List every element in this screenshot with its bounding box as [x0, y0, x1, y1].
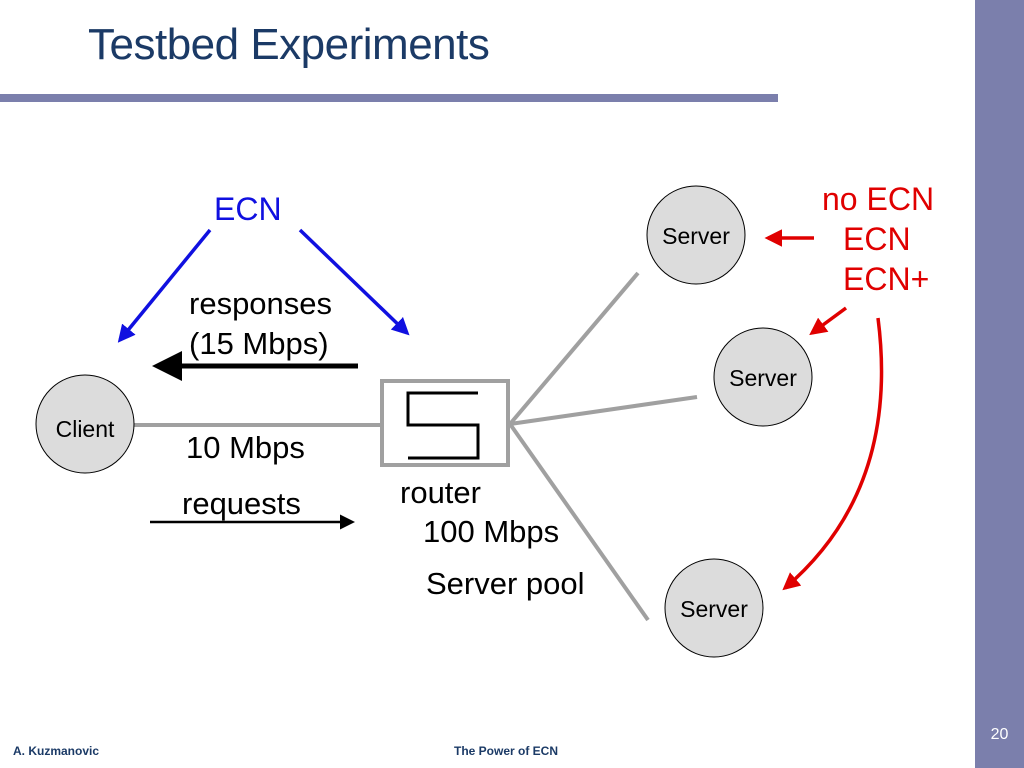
- client-link-rate-label: 10 Mbps: [186, 430, 305, 465]
- server-middle-label: Server: [729, 365, 797, 391]
- slide-title: Testbed Experiments: [88, 20, 490, 69]
- server-bottom-node: [664, 558, 764, 658]
- title-rule: [0, 94, 778, 102]
- router-label: router: [400, 475, 481, 510]
- server-link-rate-label: 100 Mbps: [423, 514, 559, 549]
- red-arrow-middle: [809, 306, 848, 336]
- red-arrow-bottom: [782, 317, 884, 591]
- server-bottom-label: Server: [680, 596, 748, 622]
- footer-talk-title: The Power of ECN: [454, 744, 559, 758]
- ecn-left-arrow: [117, 228, 212, 343]
- requests-label: requests: [182, 486, 301, 521]
- ecn-client-label: ECN: [214, 191, 282, 227]
- ecn-right-arrow: [298, 228, 410, 336]
- server-mode-no-ecn: no ECN: [822, 181, 934, 217]
- server-mode-ecn-plus: ECN+: [843, 261, 929, 297]
- server-top-node: [646, 185, 746, 285]
- footer-author: A. Kuzmanovic: [13, 744, 100, 758]
- slide-number: 20: [990, 726, 1009, 743]
- server-top-label: Server: [662, 223, 730, 249]
- router-server-middle-link: [509, 395, 698, 426]
- responses-label: responses: [189, 286, 332, 321]
- client-label: Client: [56, 416, 115, 442]
- server-pool-label: Server pool: [426, 566, 585, 601]
- router-switch-icon: [406, 391, 480, 460]
- router-server-bottom-link: [508, 422, 650, 622]
- router-server-top-link: [508, 271, 640, 426]
- testbed-diagram: Client Server Server Server ECN response…: [35, 181, 934, 658]
- server-mode-ecn: ECN: [843, 221, 911, 257]
- client-node: [35, 374, 135, 474]
- server-middle-node: [713, 327, 813, 427]
- responses-rate-label: (15 Mbps): [189, 326, 329, 361]
- side-bar: [975, 0, 1024, 768]
- router-box: [380, 379, 510, 467]
